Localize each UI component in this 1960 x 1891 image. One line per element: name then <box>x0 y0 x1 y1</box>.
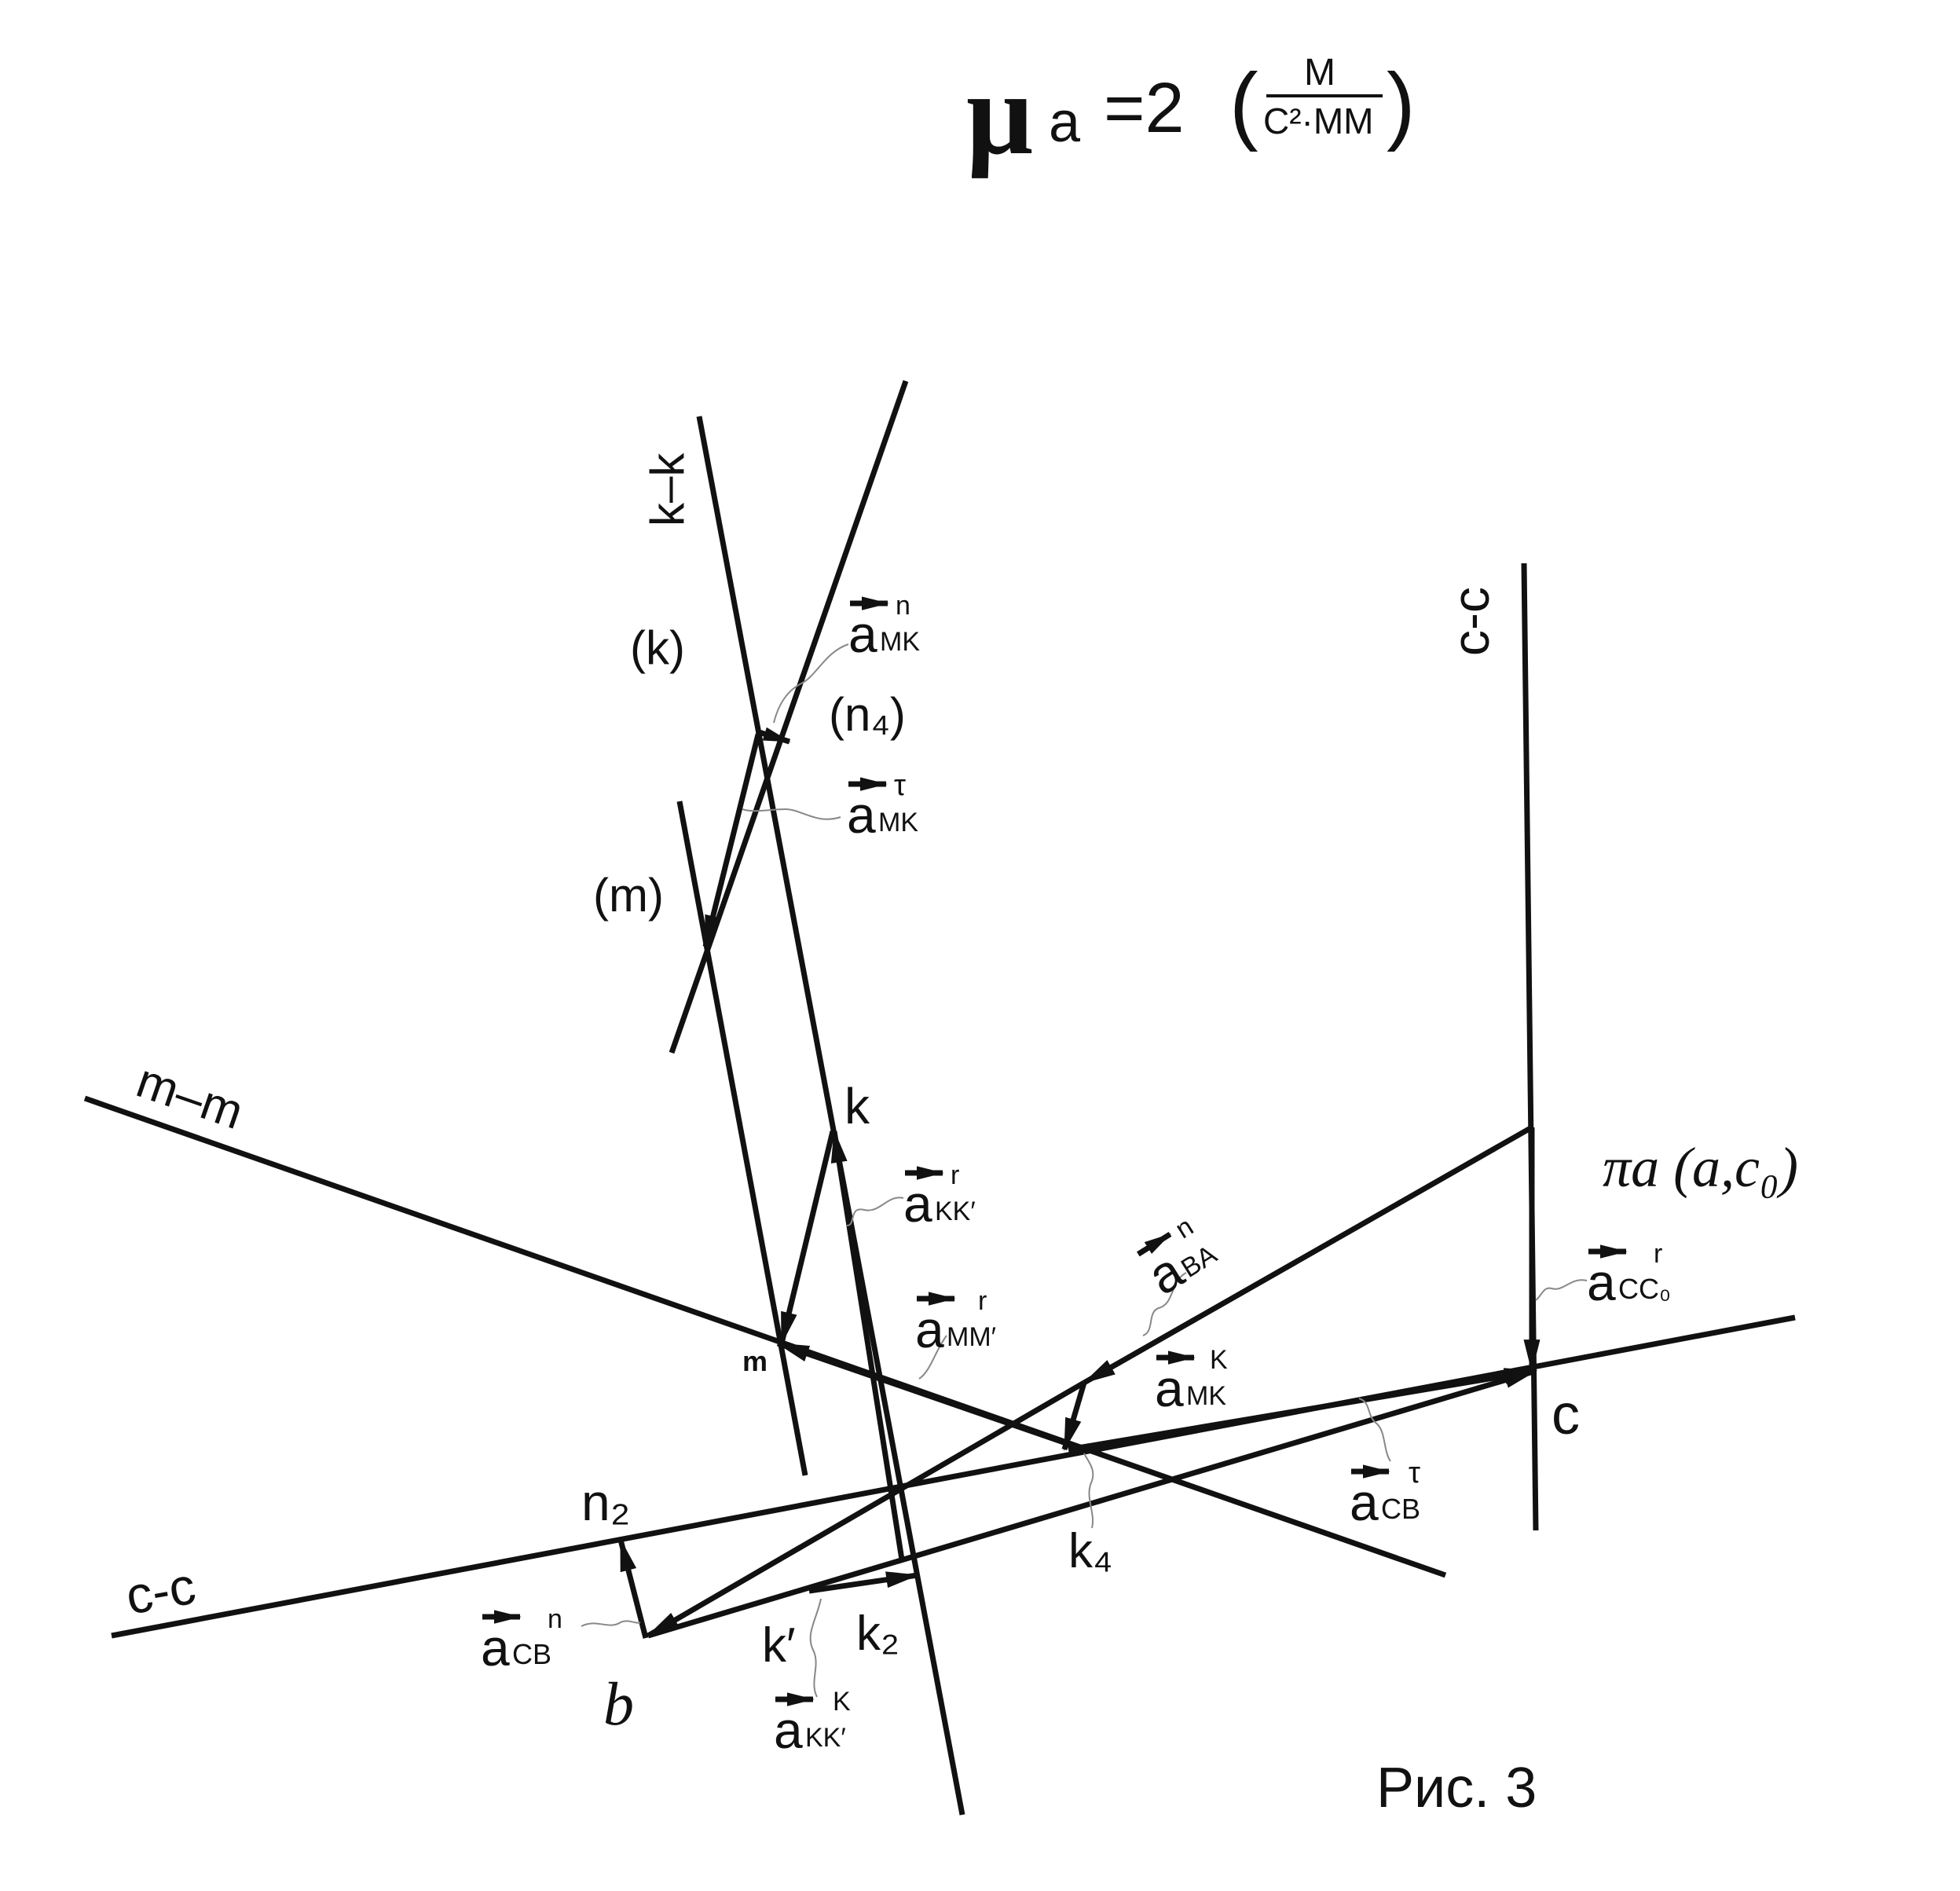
vlabel-base: a <box>903 1175 932 1233</box>
vector-a-cb-n <box>617 1537 649 1639</box>
label-k-paren: (k) <box>630 621 685 674</box>
line-c-c-vertical <box>1521 563 1539 1531</box>
vector-a-mk-tau <box>702 734 761 949</box>
vlabel-base: a <box>774 1701 803 1759</box>
label-n2: n₂ <box>581 1473 630 1531</box>
vector-to-b <box>647 1380 1086 1639</box>
vlabel-sup: r <box>1654 1239 1662 1269</box>
vlabel-sup: r <box>951 1160 959 1190</box>
vectors <box>617 727 1541 1639</box>
label-b: b <box>603 1669 634 1738</box>
vlabel-base: a <box>915 1300 944 1358</box>
scale-value: =2 <box>1104 69 1185 148</box>
vlabel-sub: MK <box>878 808 918 837</box>
vlabel-sub: MM′ <box>947 1322 996 1352</box>
vlabel-sup: r <box>978 1286 987 1316</box>
vlabel-sub: KK′ <box>935 1197 976 1226</box>
label-m-paren: (m) <box>593 869 664 922</box>
vector-a-kk-k <box>808 1571 920 1594</box>
leader-a-cb-n <box>581 1620 641 1627</box>
vlabel-base: a <box>848 605 877 663</box>
vlabel-sub: KK′ <box>805 1723 846 1753</box>
figure-caption: Рис. 3 <box>1376 1757 1537 1820</box>
leader-lines <box>581 643 1588 1698</box>
label-line-c-c-vertical: c-c <box>1442 587 1500 656</box>
label-n4-paren: (n₄) <box>829 688 906 741</box>
construction-lines <box>83 379 1796 1816</box>
vlabel-sub: CC₀ <box>1618 1273 1671 1305</box>
vector-a-mm-r <box>776 1340 1086 1453</box>
leader-a-mk-n <box>773 643 849 724</box>
vlabel-a-kk-r: a KK′ r <box>903 1160 976 1233</box>
vlabel-a-kk-k: a KK′ K <box>774 1687 851 1759</box>
label-c: c <box>1552 1383 1580 1446</box>
line-m-m <box>83 1095 1447 1578</box>
label-k4: k₄ <box>1068 1524 1112 1578</box>
leader-k4 <box>1083 1453 1094 1529</box>
label-m: m <box>742 1345 768 1377</box>
vlabel-base: a <box>1155 1359 1184 1417</box>
leader-a-kk-r <box>846 1197 904 1226</box>
leader-a-cb-tau <box>1358 1398 1391 1462</box>
label-k2: k₂ <box>856 1607 899 1661</box>
vlabel-base: a <box>481 1618 510 1677</box>
vlabel-sub: MK <box>880 627 920 657</box>
leader-a-ba-n <box>1142 1272 1187 1336</box>
scale-header: μ a =2 ( M C²·MM ) <box>966 49 1416 179</box>
label-pole: πa (a,c₀) <box>1603 1136 1798 1199</box>
leader-a-cc0-r <box>1535 1279 1588 1301</box>
vlabel-sub: MK <box>1186 1381 1226 1411</box>
vlabel-a-mk-n: a MK n <box>848 591 920 663</box>
vlabel-a-cb-tau: a CB τ <box>1350 1457 1420 1531</box>
vector-a-ba-n <box>1083 1124 1533 1386</box>
scale-subscript: a <box>1049 91 1081 154</box>
vlabel-sup: τ <box>1409 1457 1420 1490</box>
leader-a-kk-k <box>809 1598 822 1698</box>
vlabel-a-mk-k: a MK K <box>1155 1345 1228 1417</box>
leader-a-mk-tau <box>742 808 841 820</box>
line-c-c-horizontal <box>111 1314 1796 1639</box>
label-k: k <box>844 1078 870 1134</box>
vlabel-a-mk-tau: a MK τ <box>847 769 918 844</box>
vlabel-a-cb-n: a CB n <box>481 1604 562 1677</box>
label-line-c-c-horizontal: c-c <box>122 1556 200 1625</box>
vlabel-sup: K <box>1210 1345 1228 1375</box>
vlabel-base: a <box>1350 1473 1379 1531</box>
vlabel-sup: n <box>896 591 910 621</box>
vlabel-sup: n <box>548 1604 562 1634</box>
vlabel-a-cc0-r: a CC₀ r <box>1587 1239 1671 1311</box>
vlabel-base: a <box>1587 1253 1616 1311</box>
vector-a-mk-k <box>1061 1382 1087 1452</box>
label-line-m-m: m–m <box>130 1054 250 1140</box>
leader-a-mm-r <box>918 1335 947 1380</box>
vector-overarrow-icon <box>1136 1231 1172 1257</box>
vector-labels: a MK n a MK τ a KK′ r a MM′ r a BA <box>481 591 1671 1759</box>
unit-paren-open: ( <box>1229 56 1258 152</box>
vlabel-a-mm-r: a MM′ r <box>915 1286 996 1358</box>
vector-a-mk-n <box>755 727 791 745</box>
vlabel-sup: n <box>1171 1211 1199 1244</box>
vector-k-prime-to-k <box>830 1129 905 1560</box>
point-labels: (k) (n₄) (m) k m πa (a,c₀) c n₂ k₄ k′ k₂… <box>581 621 1798 1738</box>
vlabel-base: a <box>847 786 876 844</box>
vlabel-sub: CB <box>1381 1493 1420 1525</box>
vector-a-cb-tau <box>1068 1368 1538 1453</box>
vector-b-to-c <box>647 1368 1538 1639</box>
scale-symbol: μ <box>966 49 1033 179</box>
unit-numerator: M <box>1304 52 1335 93</box>
vector-a-kk-r <box>779 1131 836 1346</box>
vlabel-sup: K <box>833 1687 851 1717</box>
line-labels: k–k c-c m–m c-c <box>122 453 1500 1625</box>
line-through-m-paren <box>676 801 808 1476</box>
vlabel-sup: τ <box>894 769 906 802</box>
vlabel-sub: CB <box>512 1638 551 1670</box>
vlabel-a-ba-n: a BA n <box>1136 1211 1222 1306</box>
unit-paren-close: ) <box>1387 56 1416 152</box>
unit-denominator: C²·MM <box>1263 101 1374 141</box>
label-k-prime: k′ <box>762 1618 796 1673</box>
label-line-k-k: k–k <box>641 453 694 526</box>
